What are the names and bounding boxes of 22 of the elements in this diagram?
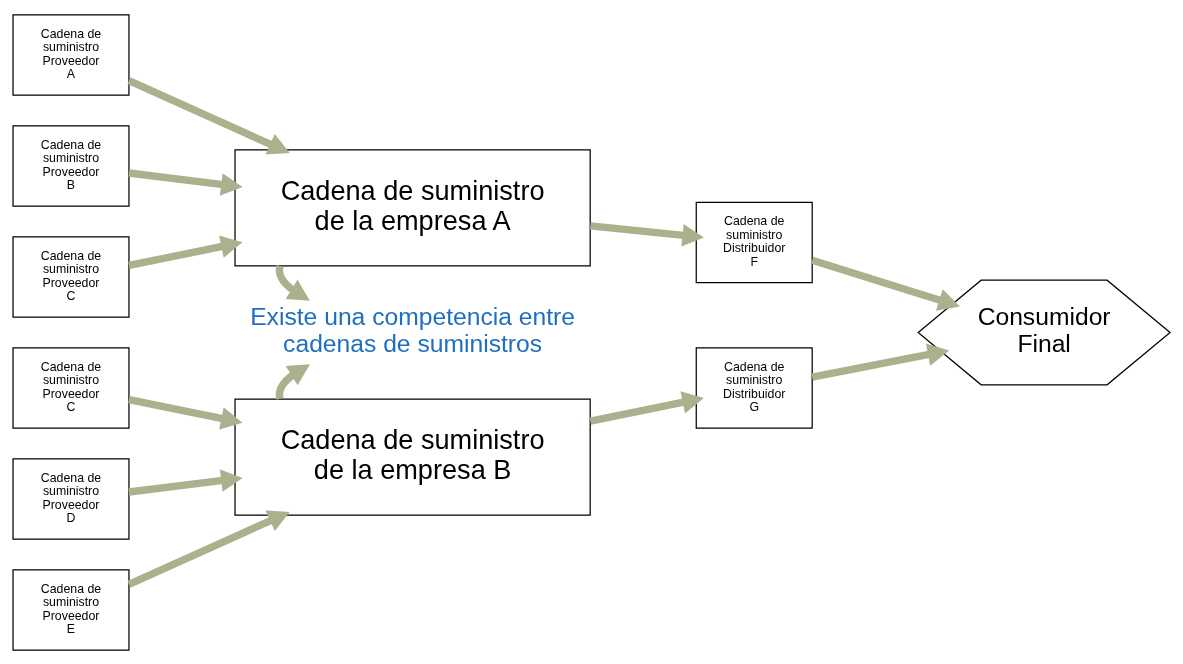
node-box: Cadena de suministro Proveedor B: [12, 124, 130, 207]
node-box: Cadena de suministro Proveedor D: [12, 457, 130, 540]
arrow: [811, 343, 950, 381]
node-box: Cadena de suministro Proveedor C: [12, 235, 130, 318]
arrow: [128, 468, 243, 496]
arrow: [589, 390, 704, 425]
arrow: [127, 509, 290, 588]
node-box: Cadena de suministro Proveedor A: [12, 13, 130, 96]
node-box: Cadena de suministro de la empresa B: [234, 398, 591, 516]
arrow: [590, 221, 704, 247]
node-box: Cadena de suministro de la empresa A: [234, 148, 591, 266]
node-box: Cadena de suministro Distribuidor G: [695, 346, 813, 429]
arrow: [128, 168, 243, 196]
node-box: Cadena de suministro Distribuidor F: [695, 201, 813, 283]
node-box: Cadena de suministro Proveedor C: [12, 346, 130, 429]
arrow: [811, 256, 960, 311]
arrow: [128, 235, 243, 269]
arrow: [275, 363, 311, 399]
node-text: Existe una competencia entre cadenas de suministros: [250, 302, 576, 357]
node-box: Cadena de suministro Proveedor E: [12, 568, 130, 651]
arrow: [127, 76, 290, 155]
arrow: [128, 395, 243, 429]
